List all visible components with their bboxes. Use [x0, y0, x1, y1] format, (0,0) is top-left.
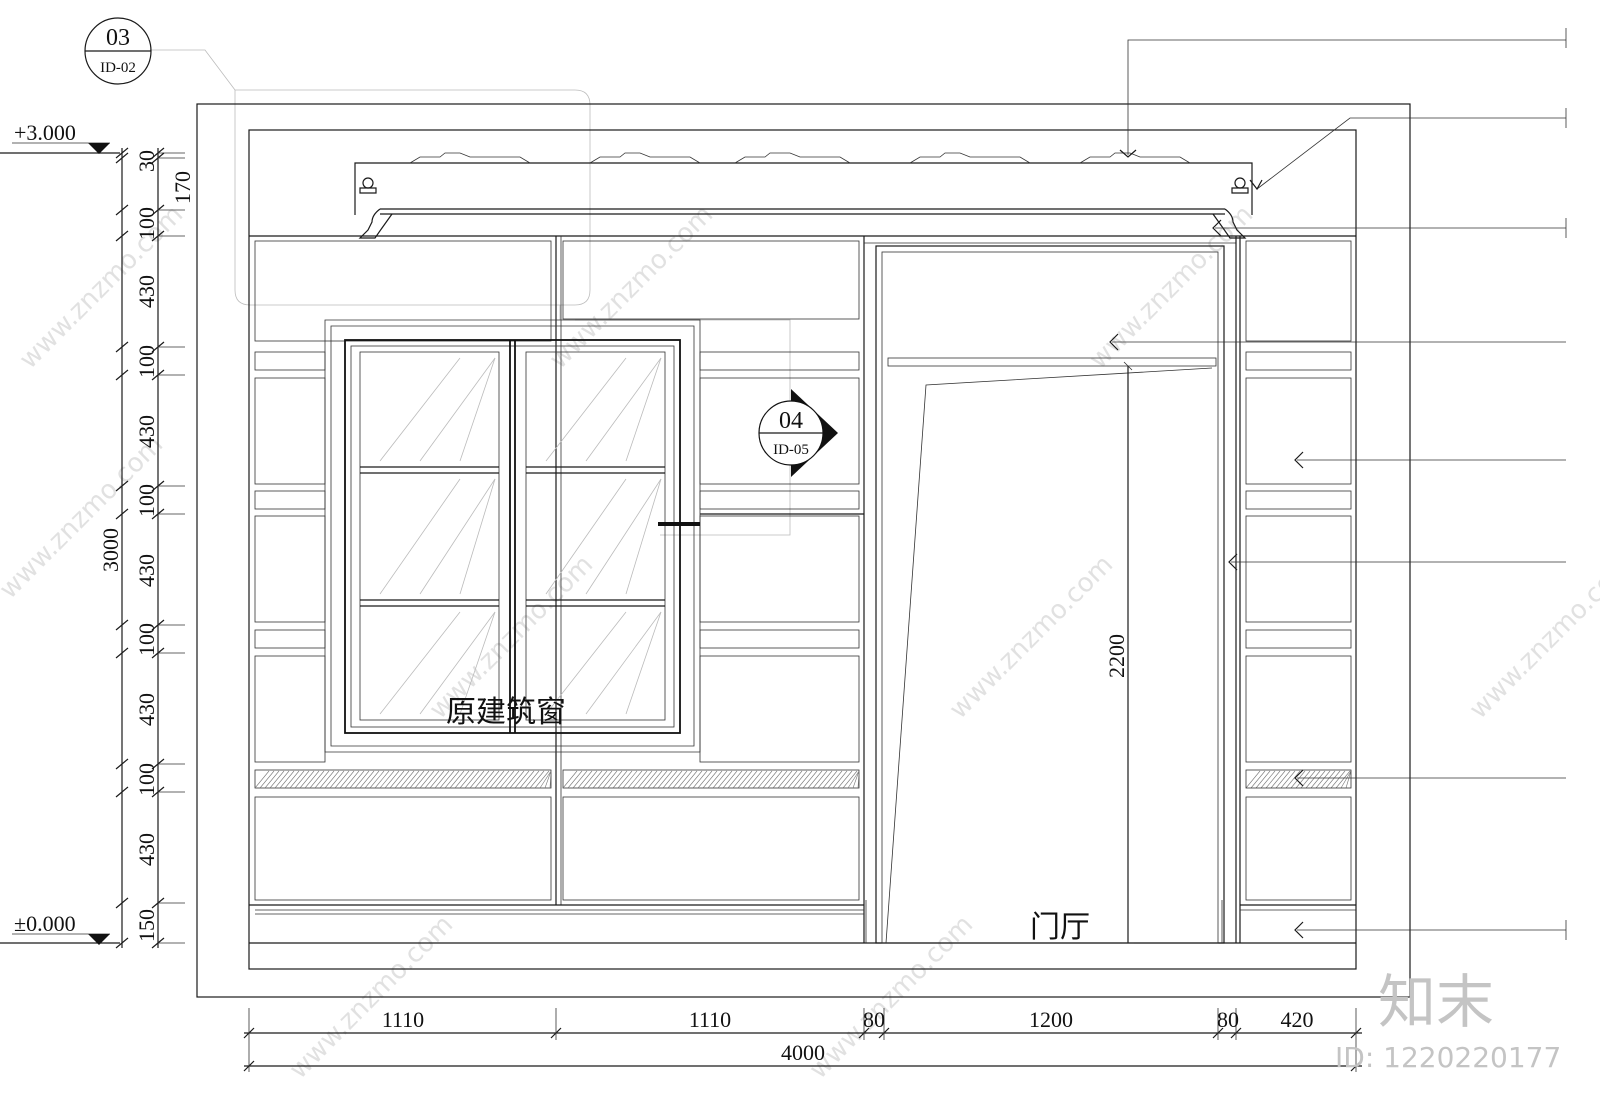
dim-v-100: 100: [134, 484, 159, 517]
horizontal-dimensions: 1110 1110 80 1200 80 420 4000: [243, 1007, 1362, 1072]
dim-h-1110-a: 1110: [382, 1007, 424, 1032]
callout-04-sheet: ID-05: [773, 442, 809, 458]
dim-h-80-b: 80: [1217, 1007, 1239, 1032]
watermark: www.znzmo.com: [14, 200, 189, 375]
dim-v-100: 100: [134, 763, 159, 796]
foyer-label: 门厅: [1030, 910, 1090, 945]
material-leaders: [1109, 28, 1567, 940]
dim-v-100: 100: [134, 345, 159, 378]
dim-v-430: 430: [134, 693, 159, 726]
original-window: [324, 319, 701, 753]
dim-h-total: 4000: [781, 1040, 825, 1065]
level-markers: +3.000 ±0.000: [0, 120, 120, 945]
dim-v-30: 30: [134, 150, 159, 172]
dim-v-150: 150: [134, 909, 159, 942]
right-cabinets: [1240, 240, 1356, 911]
wall-frame: [248, 129, 1357, 970]
callout-03-number: 03: [106, 25, 130, 51]
dim-h-420: 420: [1281, 1007, 1314, 1032]
dim-h-1200: 1200: [1029, 1007, 1073, 1032]
dim-total-height: 3000: [98, 528, 123, 572]
watermark: www.znzmo.com: [1464, 550, 1600, 725]
branding: 知末 ID: 1220220177: [1335, 968, 1561, 1074]
cornice: [354, 152, 1253, 239]
vertical-dimensions: 3000 30 170 100 430 100 430 100 430 100 …: [98, 147, 195, 949]
window-label: 原建筑窗: [446, 695, 566, 730]
brand-id: ID: 1220220177: [1335, 1041, 1561, 1074]
dim-v-430: 430: [134, 275, 159, 308]
left-cabinets: [249, 236, 865, 943]
dim-v-430: 430: [134, 415, 159, 448]
callout-04: 04 ID-05: [658, 389, 838, 526]
callout-04-number: 04: [779, 408, 803, 434]
rail-hatch: [254, 770, 1352, 789]
door-height-dim: 2200: [1104, 634, 1129, 678]
watermark: www.znzmo.com: [544, 200, 719, 375]
watermark: www.znzmo.com: [1084, 200, 1259, 375]
dim-v-430: 430: [134, 554, 159, 587]
callout-03: 03 ID-02: [84, 17, 152, 85]
dim-v-100: 100: [134, 207, 159, 240]
level-top: +3.000: [14, 120, 76, 145]
dim-v-430: 430: [134, 833, 159, 866]
dim-h-80-a: 80: [863, 1007, 885, 1032]
dim-h-1110-b: 1110: [689, 1007, 731, 1032]
level-bottom: ±0.000: [14, 911, 76, 936]
dim-v-170: 170: [170, 171, 195, 204]
outer-frame: [196, 103, 1411, 998]
brand-logo: 知末: [1378, 968, 1494, 1036]
watermark-layer: www.znzmo.com www.znzmo.com www.znzmo.co…: [0, 200, 1600, 1085]
callout-03-sheet: ID-02: [100, 60, 136, 76]
door-opening: [864, 236, 1241, 944]
dim-v-100: 100: [134, 623, 159, 656]
watermark: www.znzmo.com: [944, 550, 1119, 725]
